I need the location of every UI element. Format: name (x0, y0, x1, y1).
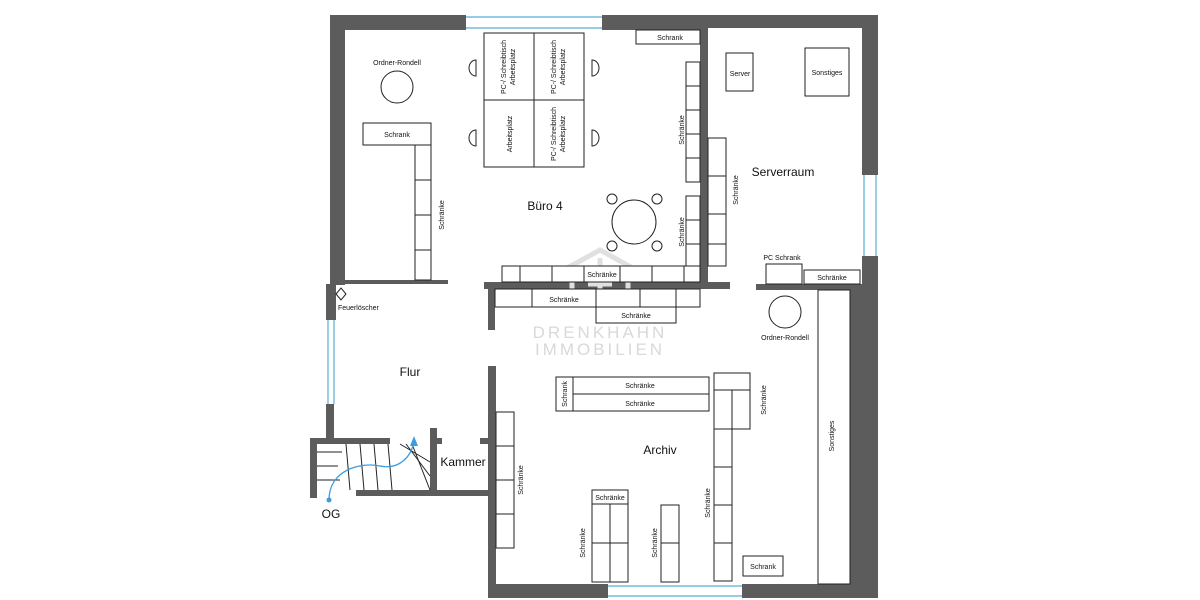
feuerloescher-icon (335, 287, 347, 301)
server-label: Server (730, 71, 751, 78)
ordner-rondell-top-label: Ordner-Rondell (373, 60, 421, 67)
stair-arrow-icon (410, 436, 418, 446)
schraenke-server-wall-label: Schränke (733, 175, 740, 205)
schraenke-row-lower (494, 288, 701, 308)
desk2-label-a: PC-/ Schreibtisch (551, 40, 558, 94)
schrank-top-label: Schrank (657, 35, 683, 42)
schraenke-server-wall (707, 137, 727, 267)
ordner-rondell-top (380, 70, 414, 104)
watermark-line1: DRENKHAHN (533, 323, 668, 342)
schraenke-archiv-mid-label: Schränke (705, 488, 712, 518)
desk4-label-a: PC-/ Schreibtisch (551, 107, 558, 161)
stairs: OG (317, 436, 431, 521)
desk1-label-b: Arbeitsplatz (510, 48, 517, 85)
stair-direction-path (328, 439, 415, 501)
schraenke-archiv-block-top-label: Schränke (625, 383, 655, 390)
pc-schrank (765, 263, 803, 285)
schraenke-buero-right-upper (685, 61, 701, 183)
schraenke-row-lower-label-a: Schränke (549, 297, 579, 304)
schraenke-left (414, 144, 432, 281)
room-label-buero4: Büro 4 (527, 199, 563, 213)
watermark-line2: IMMOBILIEN (535, 340, 665, 359)
schraenke-archiv-left-wall-label: Schränke (518, 465, 525, 495)
desk3-label: Arbeitsplatz (507, 115, 514, 152)
desk4-label-b: Arbeitsplatz (560, 115, 567, 152)
schraenke-archiv-block-bottom-label: Schränke (625, 401, 655, 408)
schrank-archiv-bottom-label: Schrank (750, 564, 776, 571)
schraenke-row-upper-label: Schränke (587, 272, 617, 279)
schraenke-archiv-bottom-left-label: Schränke (580, 528, 587, 558)
windows (327, 16, 877, 597)
schraenke-buero-right-lower (685, 195, 701, 267)
chair (468, 129, 477, 147)
schraenke-server-bottom-label: Schränke (817, 275, 847, 282)
sonstiges-server-label: Sonstiges (812, 70, 843, 77)
schrank-archiv-bottom (742, 555, 784, 577)
feuerloescher-label: Feuerlöscher (338, 305, 380, 312)
sonstiges-archiv-label: Sonstiges (829, 420, 836, 451)
sonstiges-server (804, 47, 850, 97)
room-label-archiv: Archiv (643, 443, 676, 457)
room-flur: Feuerlöscher Flur (335, 287, 421, 379)
room-label-og: OG (322, 507, 341, 521)
desk1-label-a: PC-/ Schreibtisch (501, 40, 508, 94)
schraenke-archiv-block-bottom (572, 393, 710, 412)
desk2-label-b: Arbeitsplatz (560, 48, 567, 85)
pc-schrank-label: PC Schrank (763, 255, 801, 262)
schrank-top (635, 29, 701, 45)
schraenke-archiv-bottom-mid-label: Schränke (652, 528, 659, 558)
schraenke-archiv-right-upper-label: Schränke (761, 385, 768, 415)
room-label-kammer: Kammer (440, 455, 485, 469)
room-archiv: Ordner-Rondell Sonstiges Schrank Schränk… (495, 289, 851, 585)
round-table (611, 199, 657, 245)
chair (468, 59, 477, 77)
room-buero4: Ordner-Rondell Schrank Schränke PC-/ Sch… (362, 29, 701, 283)
schraenke-row-lower-b (595, 306, 677, 324)
schraenke-buero-right-lower-label: Schränke (679, 217, 686, 247)
schraenke-row-lower-label-b: Schränke (621, 313, 651, 320)
sonstiges-archiv (817, 289, 851, 585)
chair (591, 129, 600, 147)
schrank-left-label: Schrank (384, 132, 410, 139)
schraenke-left-label: Schränke (439, 200, 446, 230)
schraenke-server-bottom (803, 269, 861, 285)
room-serverraum: Server Sonstiges Schränke Serverraum PC … (707, 47, 861, 285)
ordner-rondell-right-label: Ordner-Rondell (761, 335, 809, 342)
schraenke-archiv-bottom-left-top-label: Schränke (595, 495, 625, 502)
schrank-archiv-block-label: Schrank (562, 381, 569, 407)
schrank-left (362, 122, 432, 146)
watermark: DRENKHAHN IMMOBILIEN (533, 247, 668, 359)
chair (591, 59, 600, 77)
corridor-cabinets: Schränke Schränke (494, 288, 701, 324)
walls (310, 15, 878, 598)
room-label-serverraum: Serverraum (752, 165, 815, 179)
schraenke-buero-right-upper-label: Schränke (679, 115, 686, 145)
server (725, 52, 754, 92)
room-label-flur: Flur (400, 365, 421, 379)
ordner-rondell-right (768, 295, 802, 329)
